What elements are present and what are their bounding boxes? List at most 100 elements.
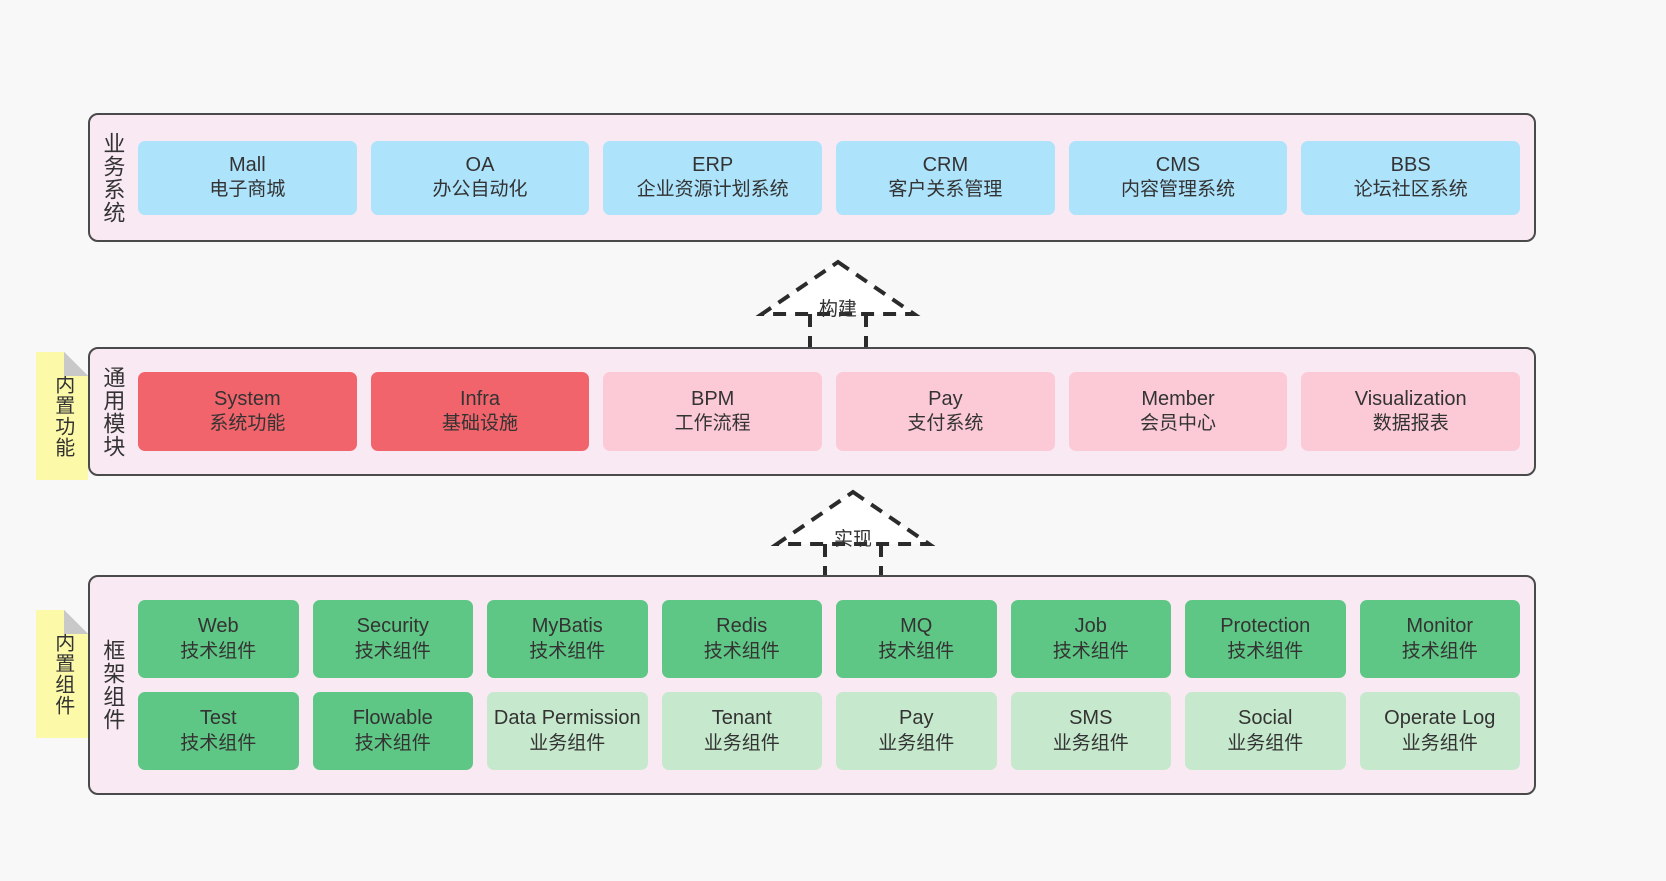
card-mq[interactable]: MQ 技术组件 (836, 600, 997, 678)
card-title: Social (1238, 707, 1293, 730)
card-title: BPM (691, 387, 735, 410)
card-title: Security (356, 615, 429, 638)
card-monitor[interactable]: Monitor 技术组件 (1359, 600, 1520, 678)
card-subtitle: 技术组件 (354, 640, 431, 662)
card-web[interactable]: Web 技术组件 (138, 600, 299, 678)
card-subtitle: 电子商城 (209, 179, 286, 201)
card-title: Test (199, 707, 237, 730)
card-pay-component[interactable]: Pay 业务组件 (836, 692, 997, 770)
card-title: Pay (928, 387, 963, 410)
card-title: Web (197, 615, 239, 638)
card-subtitle: 技术组件 (354, 732, 431, 754)
card-job[interactable]: Job 技术组件 (1010, 600, 1171, 678)
card-title: Redis (716, 615, 768, 638)
card-erp[interactable]: ERP 企业资源计划系统 (603, 140, 823, 215)
common-modules-row: System 系统功能 Infra 基础设施 BPM 工作流程 Pay 支付系统… (138, 372, 1521, 451)
card-title: Pay (899, 707, 934, 730)
card-oa[interactable]: OA 办公自动化 (370, 140, 590, 215)
card-mybatis[interactable]: MyBatis 技术组件 (487, 600, 648, 678)
layer-body-business-systems: Mall 电子商城 OA 办公自动化 ERP 企业资源计划系统 CRM 客户关系… (134, 115, 1534, 240)
card-title: ERP (692, 153, 734, 176)
card-subtitle: 支付系统 (907, 413, 984, 435)
card-title: SMS (1069, 707, 1113, 730)
card-title: Monitor (1406, 615, 1474, 638)
card-social[interactable]: Social 业务组件 (1185, 692, 1346, 770)
card-title: Visualization (1354, 387, 1467, 410)
card-title: MyBatis (531, 615, 603, 638)
sticky-note-builtin-features: 内置功能 (36, 352, 88, 480)
card-title: OA (465, 153, 495, 176)
card-visualization[interactable]: Visualization 数据报表 (1301, 372, 1521, 451)
connector-realize-arrow: 实现 (763, 486, 943, 580)
card-operate-log[interactable]: Operate Log 业务组件 (1359, 692, 1520, 770)
card-pay-module[interactable]: Pay 支付系统 (836, 372, 1055, 451)
card-subtitle: 内容管理系统 (1121, 179, 1236, 201)
card-title: Job (1074, 615, 1107, 638)
business-systems-row: Mall 电子商城 OA 办公自动化 ERP 企业资源计划系统 CRM 客户关系… (138, 140, 1521, 215)
card-title: CMS (1155, 153, 1201, 176)
card-subtitle: 企业资源计划系统 (636, 179, 789, 201)
layer-framework-components: 框架组件 Web 技术组件 Security 技术组件 MyBatis 技术组件… (88, 575, 1536, 795)
card-subtitle: 业务组件 (1401, 732, 1478, 754)
card-title: MQ (900, 615, 933, 638)
card-bbs[interactable]: BBS 论坛社区系统 (1301, 140, 1521, 215)
card-subtitle: 技术组件 (1052, 640, 1129, 662)
card-title: BBS (1390, 153, 1431, 176)
card-mall[interactable]: Mall 电子商城 (138, 140, 357, 215)
card-subtitle: 技术组件 (878, 640, 955, 662)
card-crm[interactable]: CRM 客户关系管理 (836, 140, 1055, 215)
card-system[interactable]: System 系统功能 (138, 372, 357, 451)
card-subtitle: 技术组件 (1227, 640, 1304, 662)
card-subtitle: 基础设施 (442, 413, 519, 435)
card-title: CRM (922, 153, 969, 176)
card-infra[interactable]: Infra 基础设施 (370, 372, 590, 451)
sticky-note-builtin-components: 内置组件 (36, 610, 88, 738)
sticky-note-label: 内置组件 (51, 632, 74, 716)
card-title: Infra (459, 387, 501, 410)
card-subtitle: 客户关系管理 (888, 179, 1003, 201)
connector-build-label: 构建 (818, 299, 858, 320)
card-subtitle: 业务组件 (1227, 732, 1304, 754)
card-title: Mall (229, 153, 266, 176)
card-subtitle: 办公自动化 (432, 179, 528, 201)
card-test[interactable]: Test 技术组件 (138, 692, 299, 770)
card-sms[interactable]: SMS 业务组件 (1010, 692, 1171, 770)
card-subtitle: 业务组件 (878, 732, 955, 754)
card-subtitle: 业务组件 (703, 732, 780, 754)
card-subtitle: 会员中心 (1140, 413, 1217, 435)
connector-build-arrow: 构建 (748, 256, 928, 350)
card-subtitle: 技术组件 (529, 640, 606, 662)
card-subtitle: 技术组件 (1401, 640, 1478, 662)
card-tenant[interactable]: Tenant 业务组件 (661, 692, 822, 770)
card-subtitle: 业务组件 (529, 732, 606, 754)
card-subtitle: 技术组件 (180, 732, 257, 754)
card-title: System (213, 387, 281, 410)
framework-components-row-2: Test 技术组件 Flowable 技术组件 Data Permission … (138, 692, 1520, 770)
card-subtitle: 技术组件 (703, 640, 780, 662)
connector-realize-label: 实现 (833, 529, 873, 550)
card-title: Operate Log (1384, 707, 1496, 730)
card-subtitle: 论坛社区系统 (1353, 179, 1468, 201)
layer-common-modules: 通用模块 System 系统功能 Infra 基础设施 BPM 工作流程 Pay (88, 347, 1536, 476)
card-member[interactable]: Member 会员中心 (1068, 372, 1288, 451)
card-title: Tenant (711, 707, 772, 730)
card-flowable[interactable]: Flowable 技术组件 (312, 692, 473, 770)
layer-body-common-modules: System 系统功能 Infra 基础设施 BPM 工作流程 Pay 支付系统… (134, 349, 1534, 474)
card-cms[interactable]: CMS 内容管理系统 (1068, 140, 1288, 215)
card-subtitle: 数据报表 (1372, 413, 1449, 435)
card-subtitle: 系统功能 (209, 413, 286, 435)
card-subtitle: 业务组件 (1052, 732, 1129, 754)
card-protection[interactable]: Protection 技术组件 (1185, 600, 1346, 678)
card-redis[interactable]: Redis 技术组件 (661, 600, 822, 678)
sticky-note-label: 内置功能 (51, 374, 74, 458)
card-title: Data Permission (493, 707, 641, 730)
layer-body-framework-components: Web 技术组件 Security 技术组件 MyBatis 技术组件 Redi… (134, 577, 1534, 793)
card-security[interactable]: Security 技术组件 (312, 600, 473, 678)
framework-components-row-1: Web 技术组件 Security 技术组件 MyBatis 技术组件 Redi… (138, 600, 1520, 678)
card-title: Member (1141, 387, 1215, 410)
card-title: Flowable (352, 707, 433, 730)
card-data-permission[interactable]: Data Permission 业务组件 (487, 692, 648, 770)
layer-business-systems: 业务系统 Mall 电子商城 OA 办公自动化 ERP 企业资源计划系统 CRM (88, 113, 1536, 242)
card-bpm[interactable]: BPM 工作流程 (603, 372, 823, 451)
